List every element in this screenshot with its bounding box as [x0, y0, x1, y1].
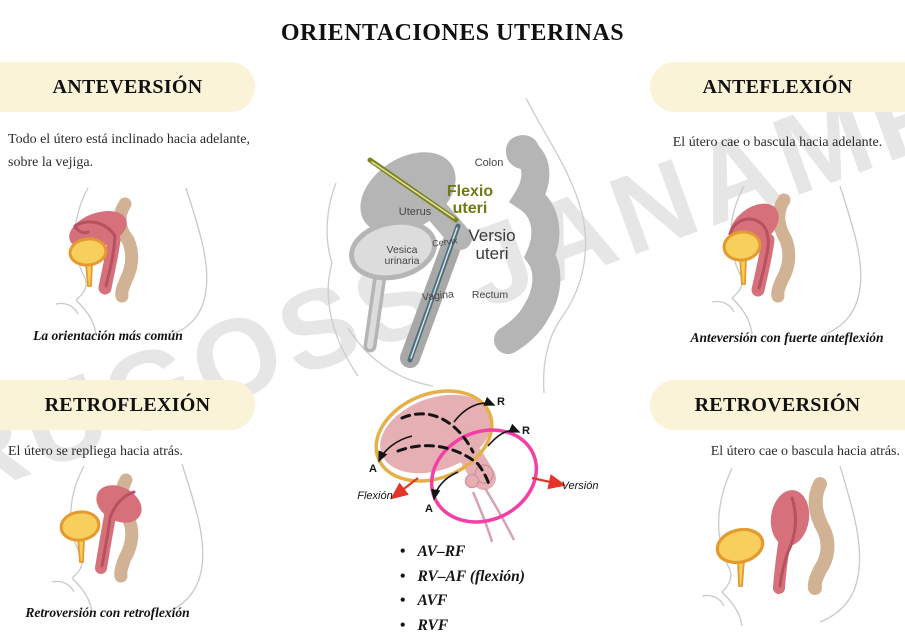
- uterus-inner-line: [728, 217, 770, 290]
- rectum-shape: [771, 193, 796, 303]
- figure-retroversion: [668, 458, 890, 628]
- body-outline: [51, 463, 204, 613]
- rotation-arrows: [378, 396, 521, 501]
- figure-anteflexion: [672, 186, 887, 336]
- description-anteversion: Todo el útero está inclinado hacia adela…: [8, 132, 250, 171]
- anteflexion-illustration: [711, 186, 862, 335]
- retroversion-illustration: [701, 465, 861, 627]
- uterus-inner-line: [100, 490, 136, 568]
- label-r-top: R: [497, 396, 505, 408]
- axes-diagram-art: [374, 389, 567, 543]
- colon-rectum-shape: [494, 135, 561, 354]
- uterus-inner-line: [73, 220, 117, 288]
- version-axis-line: [407, 223, 461, 363]
- page-title: ORIENTACIONES UTERINAS: [280, 20, 625, 46]
- bladder-shape: [722, 230, 762, 262]
- body-outline: [55, 188, 208, 335]
- label-version: Versión: [561, 480, 599, 492]
- caption-retroflexion-figure: Retroversión con retroflexión: [25, 605, 190, 620]
- label-r-right: R: [522, 425, 530, 437]
- heading-retroversion: RETROVERSIÓN: [650, 380, 905, 430]
- abbreviation-item: RV–AF (flexión): [400, 565, 525, 590]
- body-outline: [711, 186, 862, 335]
- body-outline: [326, 98, 587, 393]
- flexion-axis-line: [367, 157, 459, 223]
- heading-retroflexion-label: RETROFLEXIÓN: [44, 393, 211, 416]
- label-a-bottom: A: [425, 503, 433, 515]
- figure-anteversion: [28, 188, 233, 336]
- urethra-shape: [85, 263, 93, 287]
- bladder-shape: [59, 510, 101, 542]
- axes-diagram: R R A A Flexión Versión: [332, 378, 617, 550]
- uterus-shape: [770, 490, 810, 546]
- label-vesica-urinaria: Vesica urinaria: [384, 244, 420, 268]
- figure-retroflexion: [22, 462, 232, 614]
- caption-anteversion: La orientación más común: [33, 328, 183, 343]
- anatomy-diagram-art: [326, 98, 587, 393]
- label-versio-uteri: Versio uteri: [468, 226, 516, 263]
- uterus-inner-line: [778, 496, 797, 588]
- uterus-inner-curl: [73, 224, 90, 235]
- caption-anteflexion: Anteversión con fuerte anteflexión: [690, 330, 884, 345]
- heading-anteflexion-label: ANTEFLEXIÓN: [702, 75, 853, 98]
- heading-retroversion-label: RETROVERSIÓN: [694, 393, 861, 416]
- label-flexion: Flexión: [357, 490, 393, 502]
- bladder-shape: [715, 527, 765, 565]
- heading-anteflexion: ANTEFLEXIÓN: [650, 62, 905, 112]
- abbreviation-item: AVF: [400, 589, 525, 614]
- rectum-shape: [807, 477, 835, 595]
- abbreviation-item: RVF: [400, 614, 525, 639]
- abbreviation-list: AV–RF RV–AF (flexión) AVF RVF: [400, 540, 525, 638]
- anteversion-illustration: [55, 188, 208, 335]
- description-anteflexion: El útero cae o bascula hacia adelante.: [672, 135, 883, 150]
- bladder-shape: [68, 237, 108, 267]
- heading-anteversion: ANTEVERSIÓN: [0, 62, 255, 112]
- abbreviation-item: AV–RF: [400, 540, 525, 565]
- description-retroflexion: El útero se repliega hacia atrás.: [8, 444, 183, 459]
- anatomy-diagram: Colon Uterus Flexio uteri Versio uteri C…: [298, 98, 613, 393]
- retroflexion-illustration: [51, 463, 204, 613]
- label-rectum: Rectum: [471, 289, 509, 301]
- axis-direction-arrows: [390, 474, 567, 500]
- heading-anteversion-label: ANTEVERSIÓN: [52, 75, 203, 98]
- urethra-shape: [739, 257, 747, 285]
- label-uterus: Uterus: [398, 206, 432, 218]
- label-colon: Colon: [474, 157, 504, 169]
- bladder-shape: [349, 219, 437, 353]
- heading-retroflexion: RETROFLEXIÓN: [0, 380, 255, 430]
- label-a-left: A: [369, 463, 377, 475]
- description-retroversion: El útero cae o bascula hacia atrás.: [710, 444, 900, 459]
- uterine-axis-dashed-lines: [396, 412, 492, 490]
- label-flexio-uteri: Flexio uteri: [446, 183, 494, 217]
